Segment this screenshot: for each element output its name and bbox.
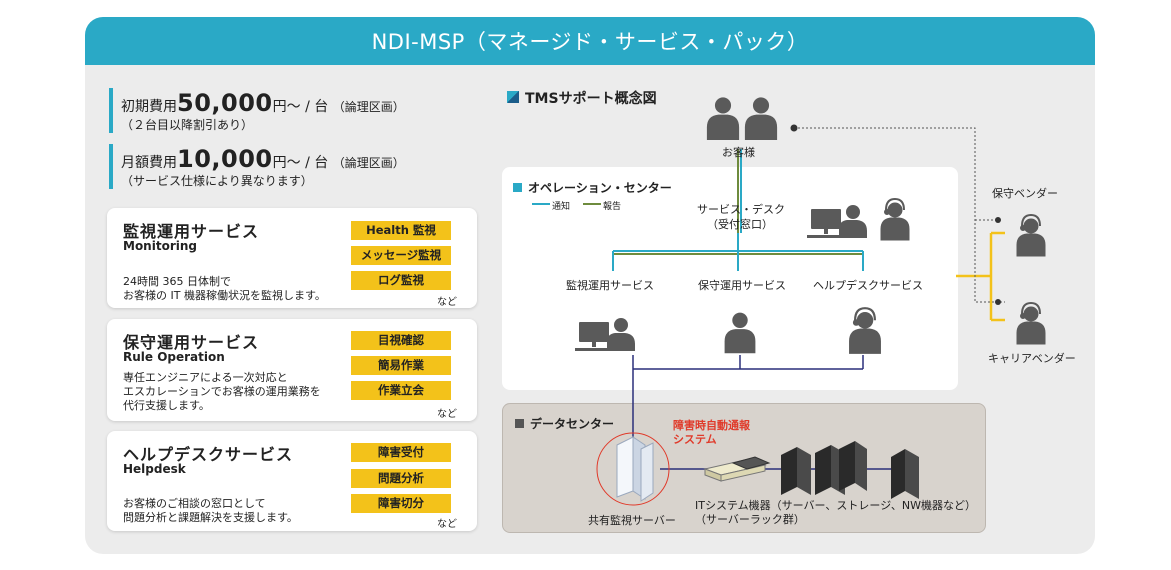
initial-fee: 初期費用50,000円～ / 台 （論理区画） （２台目以降割引あり） (109, 88, 405, 133)
diagram-graphics (532, 97, 1046, 506)
service-tag: 目視確認 (351, 331, 451, 350)
customer-icon (706, 97, 778, 140)
service-subtitle: Monitoring (123, 239, 197, 253)
heading-marker-icon (507, 91, 519, 103)
service-tag: 問題分析 (351, 469, 451, 488)
initial-fee-amount: 50,000 (177, 89, 273, 117)
service-subtitle: Rule Operation (123, 350, 225, 364)
connector-line (794, 127, 1005, 303)
monthly-fee-note: （論理区画） (332, 156, 405, 170)
legend-report-label: 報告 (603, 202, 622, 212)
service-title: ヘルプデスクサービス (123, 445, 294, 464)
legend-notify-label: 通知 (552, 202, 571, 212)
service-tag: Health 監視 (351, 221, 451, 240)
monitoring-operator-icon (575, 318, 635, 351)
helpdesk-label: ヘルプデスクサービス (813, 279, 923, 292)
service-desc-line: 問題分析と課題解決を支援します。 (123, 511, 298, 524)
connector-dot (995, 299, 1001, 305)
service-desc-line: お客様のご相談の窓口として (123, 497, 266, 510)
service-tag: メッセージ監視 (351, 246, 451, 265)
data-center-heading: データセンター (515, 415, 614, 432)
maintenance-engineer-icon (724, 312, 756, 354)
it-equipment-sublabel: （サーバーラック群） (695, 513, 805, 526)
service-title: 監視運用サービス (123, 222, 260, 241)
service-tag: 作業立会 (351, 381, 451, 400)
service-subtitle: Helpdesk (123, 462, 186, 476)
service-title: 保守運用サービス (123, 333, 260, 352)
auto-alert-sublabel: システム (673, 433, 717, 446)
initial-fee-label: 初期費用 (121, 99, 177, 115)
service-tag: 簡易作業 (351, 356, 451, 375)
it-equipment-label: ITシステム機器（サーバー、ストレージ、NW機器など） (695, 499, 976, 512)
service-tag: 障害切分 (351, 494, 451, 513)
carrier-vendor-label: キャリアベンダー (988, 352, 1076, 365)
main-panel: NDI-MSP（マネージド・サービス・パック） 初期費用50,000円～ / 台… (85, 17, 1095, 554)
monitoring-label: 監視運用サービス (566, 279, 654, 292)
service-card-maintenance: 保守運用サービス Rule Operation 専任エンジニアによる一次対応と … (107, 319, 477, 421)
service-card-monitoring: 監視運用サービス Monitoring 24時間 365 日体制で お客様の I… (107, 208, 477, 308)
service-tag: ログ監視 (351, 271, 451, 290)
service-desc-line: お客様の IT 機器稼働状況を監視します。 (123, 289, 326, 302)
page-title: NDI-MSP（マネージド・サービス・パック） (85, 17, 1095, 65)
connector-dot (790, 124, 798, 132)
etc-label: など (437, 519, 457, 530)
monthly-fee-sub: （サービス仕様により異なります） (121, 174, 313, 188)
network-switch-icon (703, 456, 771, 482)
diagram-heading: TMSサポート概念図 (507, 88, 657, 108)
alert-circle (596, 432, 670, 506)
server-rack-icon (781, 441, 919, 499)
connector-dot (995, 217, 1001, 223)
maintenance-vendor-icon (1016, 214, 1046, 257)
helpdesk-operator-icon (848, 307, 882, 355)
service-desc-line: エスカレーションでお客様の運用業務を (123, 385, 321, 398)
monthly-fee-label: 月額費用 (121, 155, 177, 171)
auto-alert-label: 障害時自動通報 (673, 419, 750, 432)
initial-fee-unit: 円～ / 台 (272, 99, 329, 115)
service-desc-line: 専任エンジニアによる一次対応と (123, 371, 288, 384)
monthly-fee-unit: 円～ / 台 (272, 155, 329, 171)
customer-label: お客様 (722, 146, 755, 159)
shared-server-label: 共有監視サーバー (588, 514, 676, 527)
maintenance-label: 保守運用サービス (698, 279, 786, 292)
operation-center-heading: オペレーション・センター (513, 179, 672, 196)
service-desc-line: 代行支援します。 (123, 399, 210, 412)
section-marker-icon (515, 419, 524, 428)
monthly-fee-amount: 10,000 (177, 145, 273, 173)
maintenance-vendor-label: 保守ベンダー (992, 187, 1058, 200)
initial-fee-sub: （２台目以降割引あり） (121, 118, 254, 132)
shared-server-icon (616, 436, 654, 502)
etc-label: など (437, 297, 457, 308)
service-desk-label: サービス・デスク (697, 203, 785, 216)
service-desk-agents-icon (807, 198, 910, 241)
service-card-helpdesk: ヘルプデスクサービス Helpdesk お客様のご相談の窓口として 問題分析と課… (107, 431, 477, 531)
service-desc-line: 24時間 365 日体制で (123, 275, 231, 288)
initial-fee-note: （論理区画） (332, 100, 405, 114)
service-tag: 障害受付 (351, 443, 451, 462)
etc-label: など (437, 409, 457, 420)
service-desk-sublabel: （受付窓口） (707, 218, 773, 231)
carrier-vendor-icon (1016, 302, 1046, 345)
monthly-fee: 月額費用10,000円～ / 台 （論理区画） （サービス仕様により異なります） (109, 144, 405, 189)
section-marker-icon (513, 183, 522, 192)
